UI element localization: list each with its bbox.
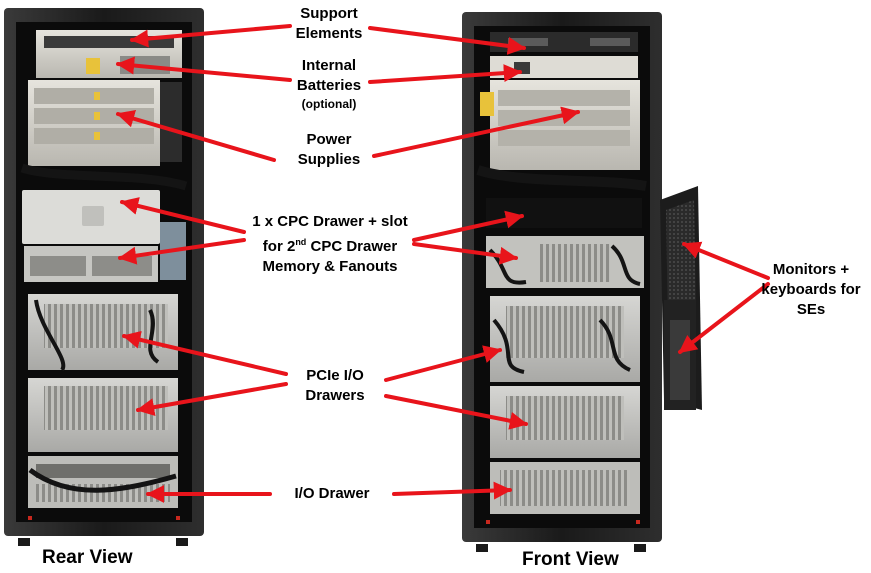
label-support-elements: Support Elements (284, 4, 374, 44)
arrow-support-front (368, 26, 526, 55)
arrow-support-rear (130, 24, 292, 48)
arrow-monitors-bottom (678, 282, 770, 354)
arrow-cpc-rear-bottom (118, 238, 246, 265)
arrow-pcie-front-bottom (384, 394, 528, 430)
label-internal-batteries: Internal Batteries (optional) (282, 56, 376, 112)
label-batteries-line2: Batteries (296, 77, 362, 94)
label-monitors-keyboards: Monitors + keyboards for SEs (756, 260, 866, 320)
arrow-cpc-front-bottom (412, 242, 518, 265)
label-power-line2: Supplies (297, 151, 361, 168)
label-power-supplies: Power Supplies (284, 130, 374, 170)
monitor-panel (660, 186, 702, 410)
label-cpc-line3: Memory & Fanouts (262, 258, 398, 275)
label-pcie-io-drawers: PCIe I/O Drawers (290, 366, 380, 406)
arrow-io-front (392, 481, 512, 500)
arrow-power-rear (116, 109, 276, 162)
label-support-line1: Support (300, 5, 358, 22)
label-io-drawer: I/O Drawer (274, 484, 390, 504)
arrow-batteries-front (368, 64, 522, 84)
label-pcie-line1: PCIe I/O (306, 367, 364, 384)
label-cpc-drawer: 1 x CPC Drawer + slot for 2nd CPC Drawer… (238, 212, 422, 277)
arrow-monitors-top (682, 241, 770, 280)
arrow-cpc-front-top (412, 210, 524, 242)
label-cpc-superscript: nd (295, 237, 307, 247)
label-pcie-line2: Drawers (305, 387, 365, 404)
annotation-arrows (116, 24, 770, 503)
label-cpc-line1: 1 x CPC Drawer + slot (252, 213, 408, 230)
arrow-cpc-rear-top (120, 197, 246, 234)
front-rack (462, 12, 662, 552)
front-view-caption: Front View (522, 549, 619, 570)
label-monitors-line2: keyboards for (761, 281, 861, 298)
label-monitors-line1: Monitors + (772, 261, 850, 278)
arrow-pcie-rear-bottom (136, 382, 288, 417)
label-batteries-note: (optional) (301, 97, 357, 111)
label-batteries-line1: Internal (301, 57, 357, 74)
arrow-power-front (372, 106, 580, 158)
label-power-line1: Power (306, 131, 352, 148)
rear-rack (4, 8, 204, 546)
arrow-batteries-rear (116, 56, 292, 82)
arrow-pcie-rear-top (122, 330, 288, 376)
label-cpc-line2: for 2nd CPC Drawer (262, 237, 398, 255)
rear-view-caption: Rear View (42, 547, 133, 568)
arrow-pcie-front-top (384, 345, 502, 382)
label-monitors-line3: SEs (796, 301, 826, 318)
label-io-drawer-text: I/O Drawer (294, 485, 370, 502)
label-support-line2: Elements (295, 25, 363, 42)
